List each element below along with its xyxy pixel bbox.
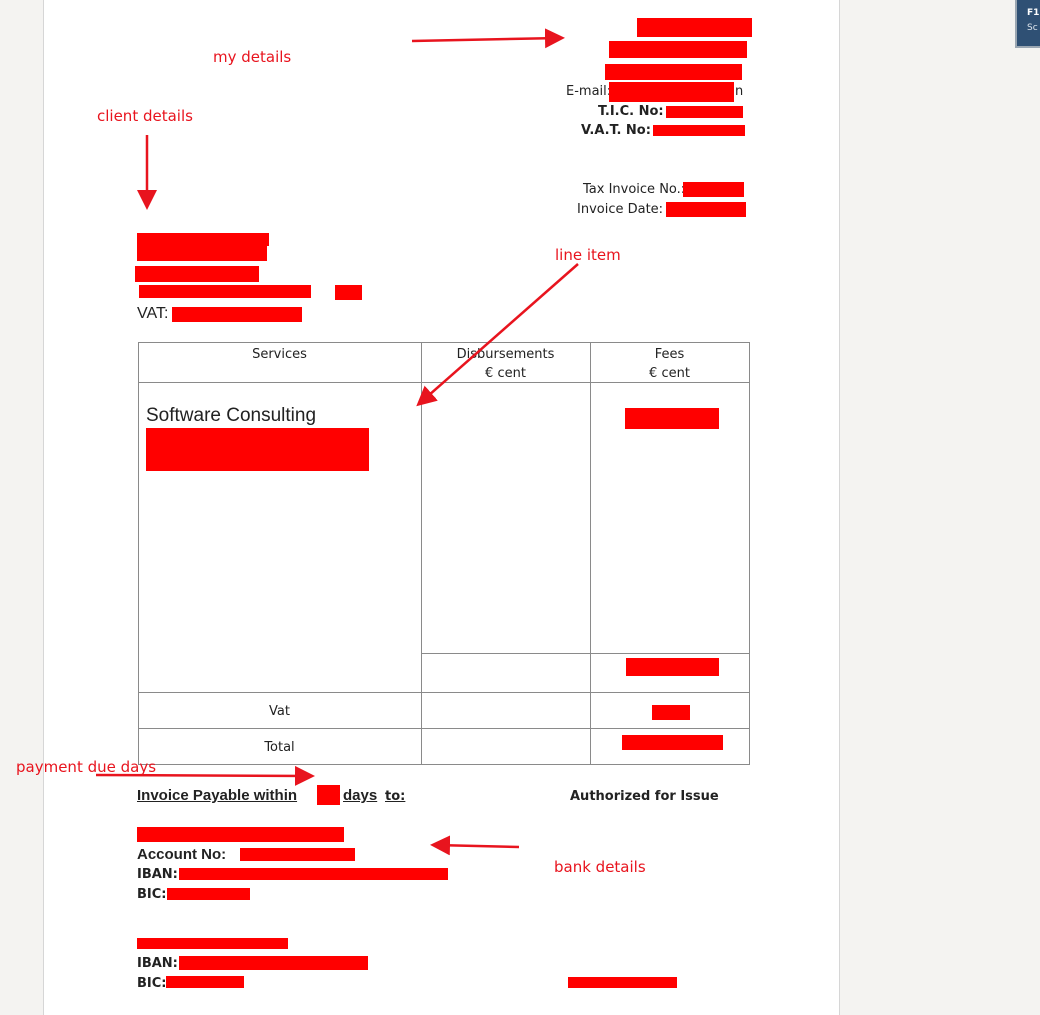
redaction-signature [568,977,677,988]
redaction-sender-address-1 [609,41,747,58]
redaction-sender-address-2 [605,64,742,80]
annotation-my-details: my details [213,48,292,66]
redaction-bank-name [137,827,344,842]
payable-prefix: Invoice Payable within [137,787,298,804]
invoice-date-label: Invoice Date: [577,202,664,217]
redaction-total-amount [622,735,723,750]
arrow-bank-details [430,835,520,856]
side-tab-subtitle: Sc [1027,23,1038,33]
annotation-payment-due-days: payment due days [16,758,157,776]
arrow-line-item [416,263,579,407]
redaction-bank-name-2 [137,938,288,949]
redaction-client-address-2 [139,285,311,298]
payable-to: to: [385,789,406,804]
arrow-payment-due-days [95,765,315,786]
annotation-bank-details: bank details [554,858,646,876]
redaction-email [609,82,734,102]
bic-label: BIC: [137,887,167,902]
redaction-iban [179,868,448,880]
redaction-due-days [317,785,340,805]
client-vat-label: VAT: [137,305,169,322]
iban-label-2: IBAN: [137,956,178,971]
col-fees-unit: € cent [649,366,690,381]
side-tab[interactable]: F1 Sc [1015,0,1040,48]
annotation-line-item: line item [555,246,621,264]
redaction-vat [653,125,745,136]
payable-suffix: days [343,787,378,804]
redaction-client-vat [172,307,302,322]
authorized-for-issue: Authorized for Issue [570,789,719,804]
redaction-tic [666,106,743,118]
annotation-client-details: client details [97,107,193,125]
account-no-label: Account No: [137,846,227,863]
vat-label: V.A.T. No: [581,123,651,138]
email-label: E-mail: [566,84,612,99]
side-tab-title: F1 [1027,8,1040,18]
redaction-client-name [137,233,269,246]
redaction-client-name-2 [137,246,267,261]
row-total-label: Total [264,740,295,755]
redaction-vat-amount [652,705,690,720]
bic-label-2: BIC: [137,976,167,991]
redaction-bic [167,888,250,900]
col-fees-header: Fees [654,347,685,362]
tax-invoice-label: Tax Invoice No.: [583,182,686,197]
line-item-title: Software Consulting [146,405,317,426]
redaction-client-address-1 [135,266,259,282]
redaction-line-item-description [146,428,369,471]
redaction-client-address-3 [335,285,362,300]
col-disbursements-unit: € cent [485,366,526,381]
tic-label: T.I.C. No: [598,104,664,119]
redaction-account-no [240,848,355,861]
arrow-my-details [411,28,565,49]
redaction-subtotal-fee [626,658,719,676]
redaction-iban-2 [179,956,368,970]
redaction-line-item-fee [625,408,719,429]
email-tail: n [735,84,744,99]
col-services-header: Services [252,347,307,362]
redaction-bic-2 [166,976,244,988]
redaction-tax-invoice-no [683,182,744,197]
iban-label: IBAN: [137,867,178,882]
redaction-sender-name [637,18,752,37]
row-vat-label: Vat [269,704,290,719]
redaction-invoice-date [666,202,746,217]
